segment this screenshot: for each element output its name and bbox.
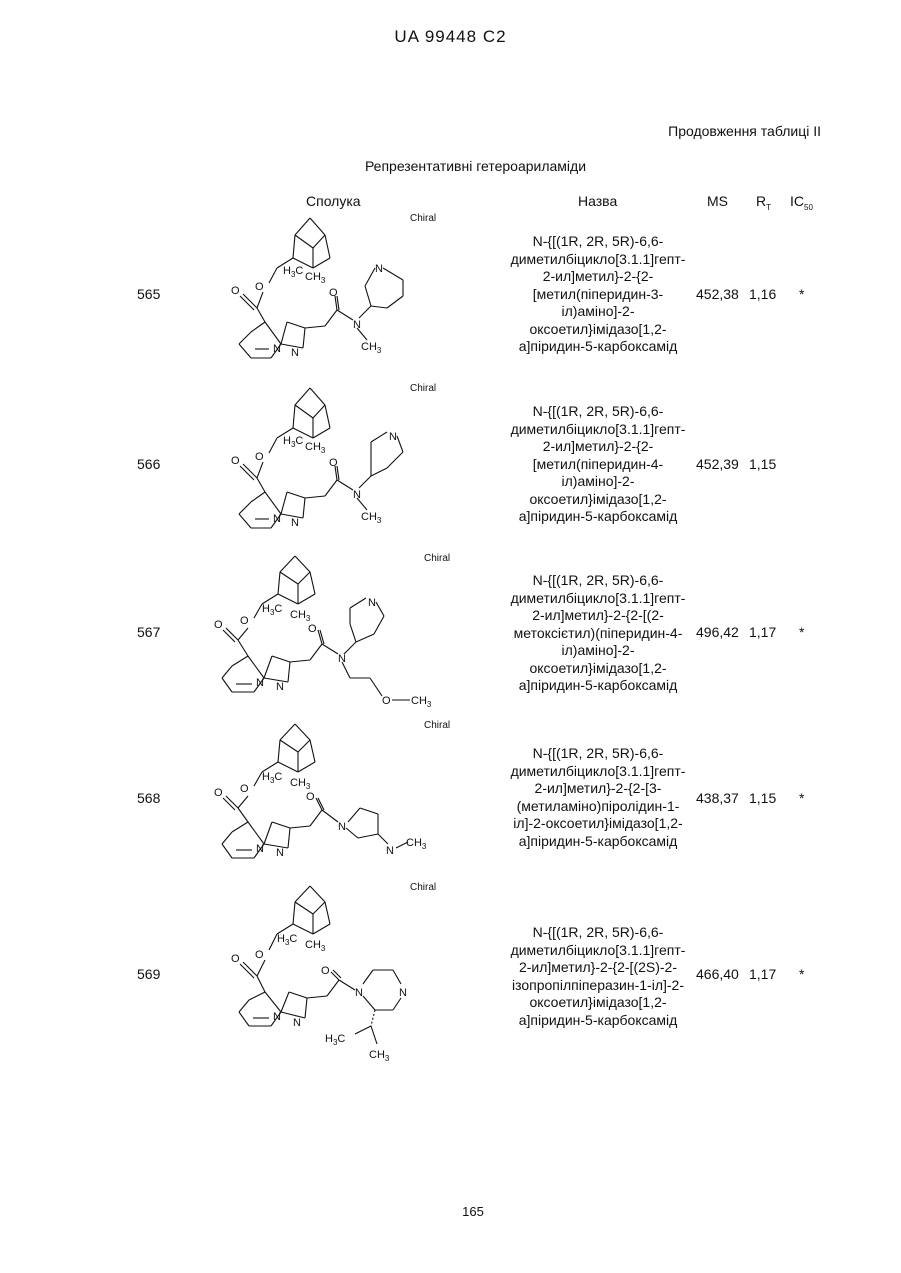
- nitrogen-label: N: [375, 263, 383, 275]
- rt-value: 1,15: [749, 456, 776, 472]
- ic50-value: *: [799, 966, 804, 982]
- column-header-ms: MS: [707, 193, 728, 209]
- nitrogen-label: N: [293, 1017, 301, 1029]
- chemical-structure: O O N N O N N O CH3 H3C CH3: [210, 550, 435, 715]
- methyl-label: CH3: [361, 511, 382, 525]
- table-row: 565 Chiral: [0, 210, 901, 370]
- oxygen-label: O: [329, 287, 338, 299]
- oxygen-label: O: [240, 615, 249, 627]
- oxygen-label: O: [308, 623, 317, 635]
- methyl-label: H3C: [262, 603, 282, 617]
- ic50-value: *: [799, 790, 804, 806]
- oxygen-label: O: [321, 965, 330, 977]
- patent-id: UA 99448 C2: [0, 27, 901, 47]
- rt-value: 1,17: [749, 624, 776, 640]
- oxygen-label: O: [382, 695, 391, 707]
- methyl-label: CH3: [290, 777, 311, 791]
- methyl-label: H3C: [325, 1033, 345, 1047]
- methyl-label: CH3: [411, 695, 432, 709]
- nitrogen-label: N: [273, 513, 281, 525]
- compound-name: N-{[(1R, 2R, 5R)-6,6-диметилбіцикло[3.1.…: [500, 745, 696, 850]
- rt-value: 1,15: [749, 790, 776, 806]
- page-number: 165: [0, 1204, 901, 1219]
- oxygen-label: O: [255, 949, 264, 961]
- table-row: 568 Chiral O O N N: [0, 718, 901, 873]
- chemical-structure: O O N N O N N H3C CH3 H3C CH3: [225, 880, 425, 1070]
- ic50-value: *: [799, 624, 804, 640]
- nitrogen-label: N: [389, 431, 397, 443]
- chemical-structure: O O N N O N N CH3 H3C CH3: [225, 210, 425, 368]
- compound-number: 569: [137, 966, 160, 982]
- nitrogen-label: N: [256, 677, 264, 689]
- oxygen-label: O: [231, 285, 240, 297]
- nitrogen-label: N: [291, 347, 299, 359]
- methyl-label: CH3: [290, 609, 311, 623]
- table-title: Репрезентативні гетероариламіди: [0, 158, 901, 174]
- methyl-label: CH3: [305, 939, 326, 953]
- nitrogen-label: N: [256, 843, 264, 855]
- oxygen-label: O: [255, 451, 264, 463]
- ms-value: 452,38: [696, 286, 739, 302]
- compound-number: 566: [137, 456, 160, 472]
- oxygen-label: O: [306, 791, 315, 803]
- nitrogen-label: N: [338, 821, 346, 833]
- compound-name: N-{[(1R, 2R, 5R)-6,6-диметилбіцикло[3.1.…: [500, 403, 696, 526]
- ms-value: 466,40: [696, 966, 739, 982]
- ms-value: 496,42: [696, 624, 739, 640]
- rt-value: 1,16: [749, 286, 776, 302]
- chemical-structure: O O N N O N N CH3 H3C CH3: [225, 380, 425, 538]
- nitrogen-label: N: [273, 343, 281, 355]
- nitrogen-label: N: [273, 1011, 281, 1023]
- compound-name: N-{[(1R, 2R, 5R)-6,6-диметилбіцикло[3.1.…: [500, 924, 696, 1029]
- methyl-label: CH3: [406, 837, 427, 851]
- methyl-label: CH3: [361, 341, 382, 355]
- nitrogen-label: N: [386, 845, 394, 857]
- rt-value: 1,17: [749, 966, 776, 982]
- chemical-structure: O O N N O N N CH3 H3C CH3: [210, 718, 435, 873]
- table-row: 566 Chiral O O N: [0, 380, 901, 540]
- column-header-rt: RT: [756, 193, 771, 212]
- nitrogen-label: N: [353, 319, 361, 331]
- nitrogen-label: N: [353, 489, 361, 501]
- nitrogen-label: N: [355, 987, 363, 999]
- compound-number: 568: [137, 790, 160, 806]
- nitrogen-label: N: [291, 517, 299, 529]
- oxygen-label: O: [231, 953, 240, 965]
- oxygen-label: O: [240, 783, 249, 795]
- methyl-label: CH3: [369, 1049, 390, 1063]
- table-continuation-label: Продовження таблиці II: [668, 123, 821, 139]
- ms-value: 438,37: [696, 790, 739, 806]
- table-row: 569 Chiral O O N: [0, 880, 901, 1070]
- methyl-label: CH3: [305, 441, 326, 455]
- compound-name: N-{[(1R, 2R, 5R)-6,6-диметилбіцикло[3.1.…: [500, 233, 696, 356]
- nitrogen-label: N: [368, 597, 376, 609]
- nitrogen-label: N: [338, 653, 346, 665]
- oxygen-label: O: [214, 787, 223, 799]
- methyl-label: H3C: [277, 933, 297, 947]
- compound-number: 565: [137, 286, 160, 302]
- oxygen-label: O: [214, 619, 223, 631]
- nitrogen-label: N: [276, 681, 284, 693]
- methyl-label: CH3: [305, 271, 326, 285]
- compound-number: 567: [137, 624, 160, 640]
- rt-symbol: R: [756, 193, 766, 209]
- oxygen-label: O: [255, 281, 264, 293]
- oxygen-label: O: [329, 457, 338, 469]
- ic50-symbol: IC: [790, 193, 804, 209]
- oxygen-label: O: [231, 455, 240, 467]
- nitrogen-label: N: [276, 847, 284, 859]
- nitrogen-label: N: [399, 987, 407, 999]
- ms-value: 452,39: [696, 456, 739, 472]
- compound-name: N-{[(1R, 2R, 5R)-6,6-диметилбіцикло[3.1.…: [500, 572, 696, 695]
- methyl-label: H3C: [283, 265, 303, 279]
- methyl-label: H3C: [262, 771, 282, 785]
- table-row: 567 Chiral O O: [0, 550, 901, 715]
- column-header-compound: Сполука: [306, 193, 361, 209]
- ic50-value: *: [799, 286, 804, 302]
- column-header-ic50: IC50: [790, 193, 813, 212]
- methyl-label: H3C: [283, 435, 303, 449]
- column-header-name: Назва: [578, 193, 617, 209]
